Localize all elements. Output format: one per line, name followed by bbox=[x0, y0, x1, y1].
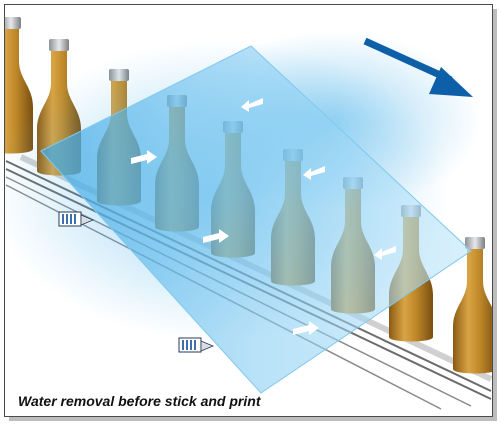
frame-shadow-right bbox=[493, 9, 497, 421]
airflow-arrows bbox=[131, 98, 396, 335]
airflow-arrow-icon bbox=[303, 166, 325, 180]
airflow-arrow-icon bbox=[131, 150, 157, 164]
airflow-arrow-icon bbox=[241, 98, 263, 112]
figure-frame bbox=[4, 4, 493, 417]
airflow-arrow-icon bbox=[203, 229, 229, 243]
airflow-arrow-icon bbox=[374, 246, 396, 260]
direction-arrow-icon bbox=[363, 37, 473, 97]
figure-caption: Water removal before stick and print bbox=[18, 393, 261, 409]
air-nozzle-icon bbox=[58, 211, 95, 227]
airflow-arrow-icon bbox=[293, 321, 319, 335]
conveyor-illustration bbox=[5, 17, 492, 410]
air-nozzle-icon bbox=[178, 337, 215, 353]
air-curtain bbox=[5, 31, 481, 394]
frame-shadow-bottom bbox=[9, 417, 497, 421]
air-nozzles bbox=[58, 211, 215, 353]
